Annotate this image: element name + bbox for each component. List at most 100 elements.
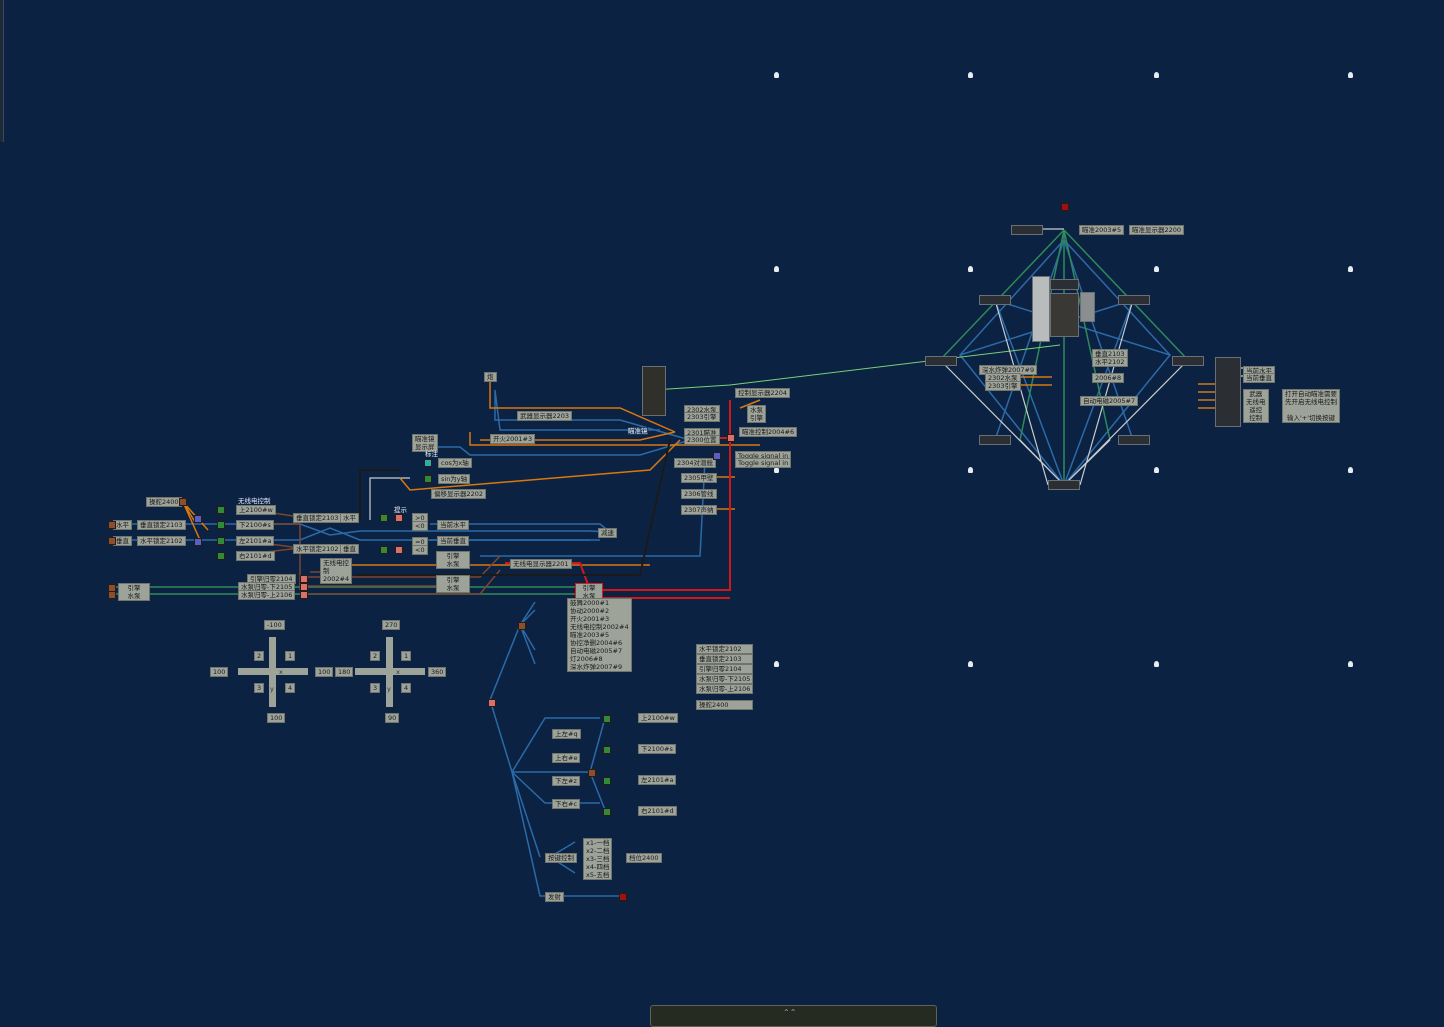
current-horizontal[interactable]: 当前水平 xyxy=(437,520,469,530)
display-panel[interactable] xyxy=(1048,480,1080,490)
hlock-node[interactable]: 水平锁定2102 xyxy=(137,536,186,546)
left-key-node[interactable]: 左2101#a xyxy=(236,536,275,546)
left-panel-edge[interactable] xyxy=(0,0,4,142)
key-up[interactable]: 上2100#w xyxy=(638,713,678,723)
lamp-icon[interactable] xyxy=(968,266,973,272)
lamp-icon[interactable] xyxy=(1348,661,1353,667)
legend-item[interactable]: 操舵2400 xyxy=(696,700,754,710)
down-key-node[interactable]: 下2100#s xyxy=(236,520,274,530)
port[interactable] xyxy=(380,514,388,522)
port[interactable] xyxy=(518,622,526,630)
port[interactable] xyxy=(217,506,225,514)
pos-2300[interactable]: 2300位置 xyxy=(684,435,720,445)
pump-zero-up-node[interactable]: 水泵归零-上2106 xyxy=(238,590,296,600)
display-panel[interactable] xyxy=(979,435,1011,445)
port[interactable] xyxy=(108,521,116,529)
display-panel[interactable] xyxy=(979,295,1011,305)
scope-node[interactable]: 瞄准镜 xyxy=(628,427,648,435)
channel-item[interactable]: 瞄准2003#5 xyxy=(568,631,631,639)
lamp-icon[interactable] xyxy=(1348,72,1353,78)
port[interactable] xyxy=(395,546,403,554)
channel-item[interactable]: 无线电控制2002#4 xyxy=(568,623,631,631)
up-key-node[interactable]: 上2100#w xyxy=(236,505,276,515)
port[interactable] xyxy=(300,591,308,599)
legend-item[interactable]: 水平锁定2102 xyxy=(696,644,754,654)
radio-ctrl-node[interactable]: 无线电控制2002#4 xyxy=(320,558,352,584)
display-panel[interactable] xyxy=(1172,356,1204,366)
key-right[interactable]: 右2101#d xyxy=(638,806,677,816)
bottom-panel-toggle[interactable]: ⌃⌃ xyxy=(650,1005,937,1027)
channel-item[interactable]: 深水炸弹2007#9 xyxy=(568,663,631,671)
channel-item[interactable]: 鼓舞2000#1 xyxy=(568,599,631,607)
ctrl-display-node[interactable]: 控制显示器2204 xyxy=(735,388,791,398)
channel-item[interactable]: 灯2006#8 xyxy=(568,655,631,663)
port[interactable] xyxy=(588,769,596,777)
port[interactable] xyxy=(300,583,308,591)
port[interactable] xyxy=(619,893,627,901)
reactor-icon[interactable] xyxy=(1050,293,1079,337)
port[interactable] xyxy=(713,452,721,460)
engine-2303[interactable]: 2303引擎 xyxy=(684,412,720,422)
gear-item[interactable]: x5-五档 xyxy=(584,871,612,879)
gear-item[interactable]: x3-三档 xyxy=(584,855,612,863)
gear-item[interactable]: x4-四档 xyxy=(584,863,612,871)
legend-item[interactable]: 水泵归零-下2105 xyxy=(696,674,754,684)
port[interactable] xyxy=(424,459,432,467)
sub-2304[interactable]: 2304对潜舱 xyxy=(674,458,717,468)
engine-node[interactable]: 2303引擎 xyxy=(985,381,1021,391)
key-ur[interactable]: 上右#e xyxy=(552,753,581,763)
fire-channel-node[interactable]: 开火2001#3 xyxy=(490,434,536,444)
port[interactable] xyxy=(217,552,225,560)
vertical-out[interactable]: 垂直 xyxy=(340,544,359,554)
vlock-node[interactable]: 垂直锁定2103 xyxy=(137,520,186,530)
port[interactable] xyxy=(424,475,432,483)
port[interactable] xyxy=(603,808,611,816)
display-panel[interactable] xyxy=(925,356,957,366)
vlock-out-node[interactable]: 垂直锁定2103 xyxy=(293,513,342,523)
key-dr[interactable]: 下右#c xyxy=(552,799,581,809)
port[interactable] xyxy=(380,546,388,554)
sin-node[interactable]: sin为y轴 xyxy=(438,474,471,484)
engine-pump-2[interactable]: 引擎 水泵 xyxy=(436,575,470,593)
slow-node[interactable]: 减速 xyxy=(598,528,617,538)
cos-node[interactable]: cos为x轴 xyxy=(438,458,472,468)
steer-node[interactable]: 操舵2400 xyxy=(146,497,182,507)
horizontal-out[interactable]: 水平 xyxy=(340,513,359,523)
channel-item[interactable]: 协动2000#2 xyxy=(568,607,631,615)
offset-display-node[interactable]: 偏移显示器2202 xyxy=(431,489,487,499)
panel-stack[interactable] xyxy=(1215,357,1241,427)
lamp-icon[interactable] xyxy=(774,72,779,78)
lamp-icon[interactable] xyxy=(968,467,973,473)
port[interactable] xyxy=(194,538,202,546)
deck-2305[interactable]: 2305甲壁 xyxy=(681,473,717,483)
lamp-icon[interactable] xyxy=(1154,661,1159,667)
legend-item[interactable]: 引擎归零2104 xyxy=(696,664,754,674)
display-panel[interactable] xyxy=(1118,295,1150,305)
battery-rack-icon[interactable] xyxy=(1032,276,1050,342)
lamp-icon[interactable] xyxy=(968,661,973,667)
port[interactable] xyxy=(217,521,225,529)
lamp-icon[interactable] xyxy=(1154,266,1159,272)
port[interactable] xyxy=(217,537,225,545)
port[interactable] xyxy=(488,699,496,707)
lamp-icon[interactable] xyxy=(774,467,779,473)
lamp-icon[interactable] xyxy=(1348,266,1353,272)
fire-node[interactable]: 发射 xyxy=(545,892,564,902)
key-down[interactable]: 下2100#s xyxy=(638,744,676,754)
key-ul[interactable]: 上左#q xyxy=(552,729,581,739)
lamp-icon[interactable] xyxy=(1154,467,1159,473)
port[interactable] xyxy=(603,715,611,723)
display-panel[interactable] xyxy=(1011,225,1043,235)
display-panel[interactable] xyxy=(1118,435,1150,445)
port[interactable] xyxy=(727,434,735,442)
aim-channel-node[interactable]: 瞄准2003#5 xyxy=(1079,225,1125,235)
port[interactable] xyxy=(603,746,611,754)
current-vertical[interactable]: 当前垂直 xyxy=(437,536,469,546)
junction-box-icon[interactable] xyxy=(1080,292,1095,322)
right-key-node[interactable]: 右2101#d xyxy=(236,551,275,561)
channel-item[interactable]: 协控净删2004#6 xyxy=(568,639,631,647)
gear-item[interactable]: x1-一档 xyxy=(584,839,612,847)
pipe-2306[interactable]: 2306管线 xyxy=(681,489,717,499)
gun-node[interactable]: 炮 xyxy=(484,372,497,382)
lamp-icon[interactable] xyxy=(1154,72,1159,78)
